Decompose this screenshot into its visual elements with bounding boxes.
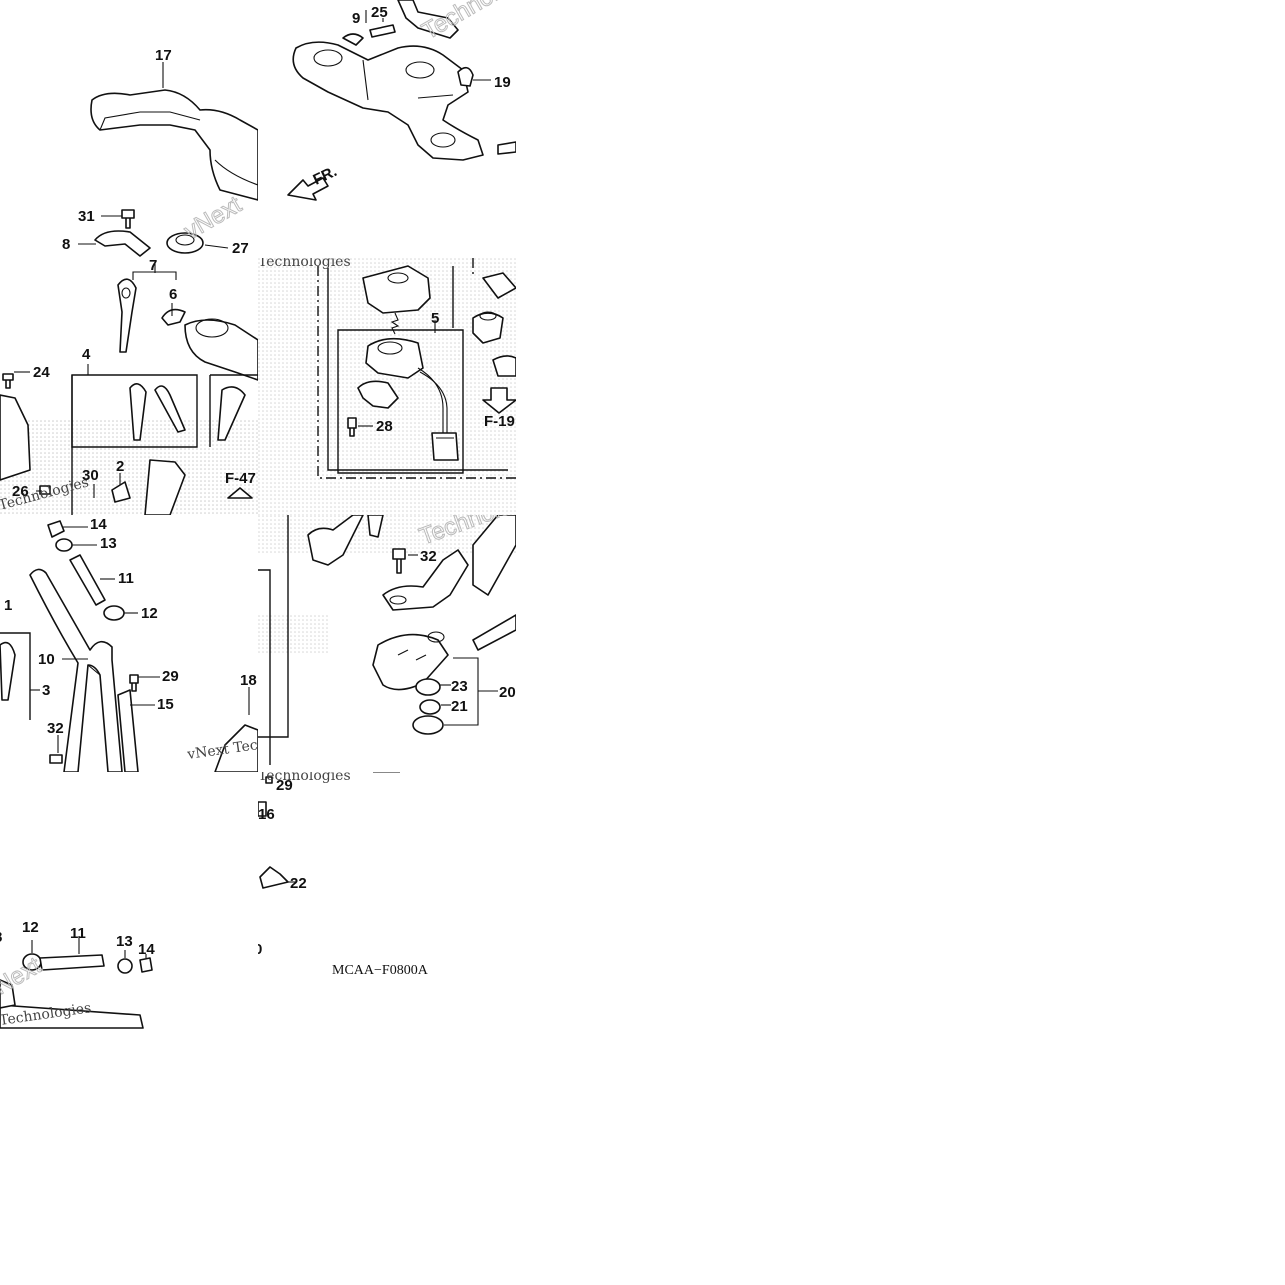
callout-28: 28 <box>376 418 393 435</box>
callout-22: 22 <box>290 875 307 892</box>
callout-14: 14 <box>90 516 107 533</box>
callout-10: 10 <box>38 651 55 668</box>
callout-12-bs: 12 <box>22 919 39 936</box>
callout-1: 1 <box>4 597 12 614</box>
callout-8: 8 <box>62 236 70 253</box>
tile-top-left: vNext Technologies 17 31 8 27 7 6 4 24 3… <box>0 0 258 515</box>
tile-bottom-strip: Next Technologies 12 11 13 14 8 <box>0 910 160 1030</box>
callout-32: 32 <box>47 720 64 737</box>
callout-9: 9 <box>352 10 360 27</box>
callout-18: 18 <box>240 672 257 689</box>
steering-stem-19-shape <box>292 41 484 161</box>
blank-6-shape <box>161 308 186 326</box>
callout-6: 6 <box>169 286 177 303</box>
ref-label-f19: F-19 <box>484 413 515 430</box>
front-label: FR. <box>311 163 340 189</box>
front-arrow-shape <box>287 177 329 201</box>
callout-29-ls: 29 <box>276 777 293 794</box>
watermark-vnext: vNext <box>180 191 247 245</box>
callout-4: 4 <box>82 346 91 363</box>
callout-7: 7 <box>149 257 157 274</box>
tile-middle-center: Technologies 5 28 F-19 <box>258 258 516 515</box>
ref-label-f47: F-47 <box>225 470 256 487</box>
watermark-technologies-mid: Technologies <box>258 258 351 270</box>
callout-0: 0 <box>258 941 262 958</box>
plate-22-shape <box>259 866 289 889</box>
callout-32-bc: 32 <box>420 548 437 565</box>
callout-30: 30 <box>82 467 99 484</box>
remote-fob-shape <box>372 633 449 691</box>
callout-11-bs: 11 <box>70 925 86 942</box>
callout-2: 2 <box>116 458 124 475</box>
callout-19: 19 <box>494 74 511 91</box>
callout-20: 20 <box>499 684 516 701</box>
nut-27-shape <box>166 232 204 254</box>
callout-27: 27 <box>232 240 249 257</box>
tile-lower-strip: Technologies 29 16 22 0 MCAA−F0800A <box>258 772 516 980</box>
callout-25: 25 <box>371 4 388 21</box>
callout-16: 16 <box>258 806 275 823</box>
ignition-housing-shape <box>362 265 431 314</box>
bolt-31-shape <box>121 209 135 229</box>
callout-11: 11 <box>118 570 134 587</box>
ignition-switch-5-shape <box>365 337 424 379</box>
callout-3: 3 <box>42 682 50 699</box>
tile-top-center: FR. Technologies 9 25 19 <box>258 0 516 258</box>
pin-11-bottom-shape <box>39 954 105 971</box>
watermark-technologies-ls: Technologies <box>258 772 351 784</box>
pin-11-shape <box>69 554 106 606</box>
key-7-shape <box>117 278 137 353</box>
watermark-technologies-top: Technologies <box>418 0 517 45</box>
callout-13-bs: 13 <box>116 933 133 950</box>
tile-bottom-left: vNext Technologies 14 13 11 12 1 10 3 29… <box>0 515 258 772</box>
callout-26: 26 <box>12 483 29 500</box>
callout-5: 5 <box>431 310 439 327</box>
callout-21: 21 <box>451 698 468 715</box>
tile-bottom-center: Technologies 32 23 21 20 <box>258 515 516 772</box>
callout-13: 13 <box>100 535 117 552</box>
callout-12: 12 <box>141 605 158 622</box>
callout-29: 29 <box>162 668 179 685</box>
cover-17-shape <box>90 89 258 201</box>
callout-24: 24 <box>33 364 50 381</box>
callout-23: 23 <box>451 678 468 695</box>
callout-31: 31 <box>78 208 95 225</box>
callout-15: 15 <box>157 696 174 713</box>
handlebar-10-shape <box>29 568 123 772</box>
diagram-code: MCAA−F0800A <box>332 963 429 978</box>
callout-14-bs: 14 <box>138 941 155 958</box>
bracket-shape <box>382 549 469 611</box>
bracket-8-shape <box>94 230 151 257</box>
callout-17: 17 <box>155 47 172 64</box>
callout-8-bs: 8 <box>0 929 2 946</box>
